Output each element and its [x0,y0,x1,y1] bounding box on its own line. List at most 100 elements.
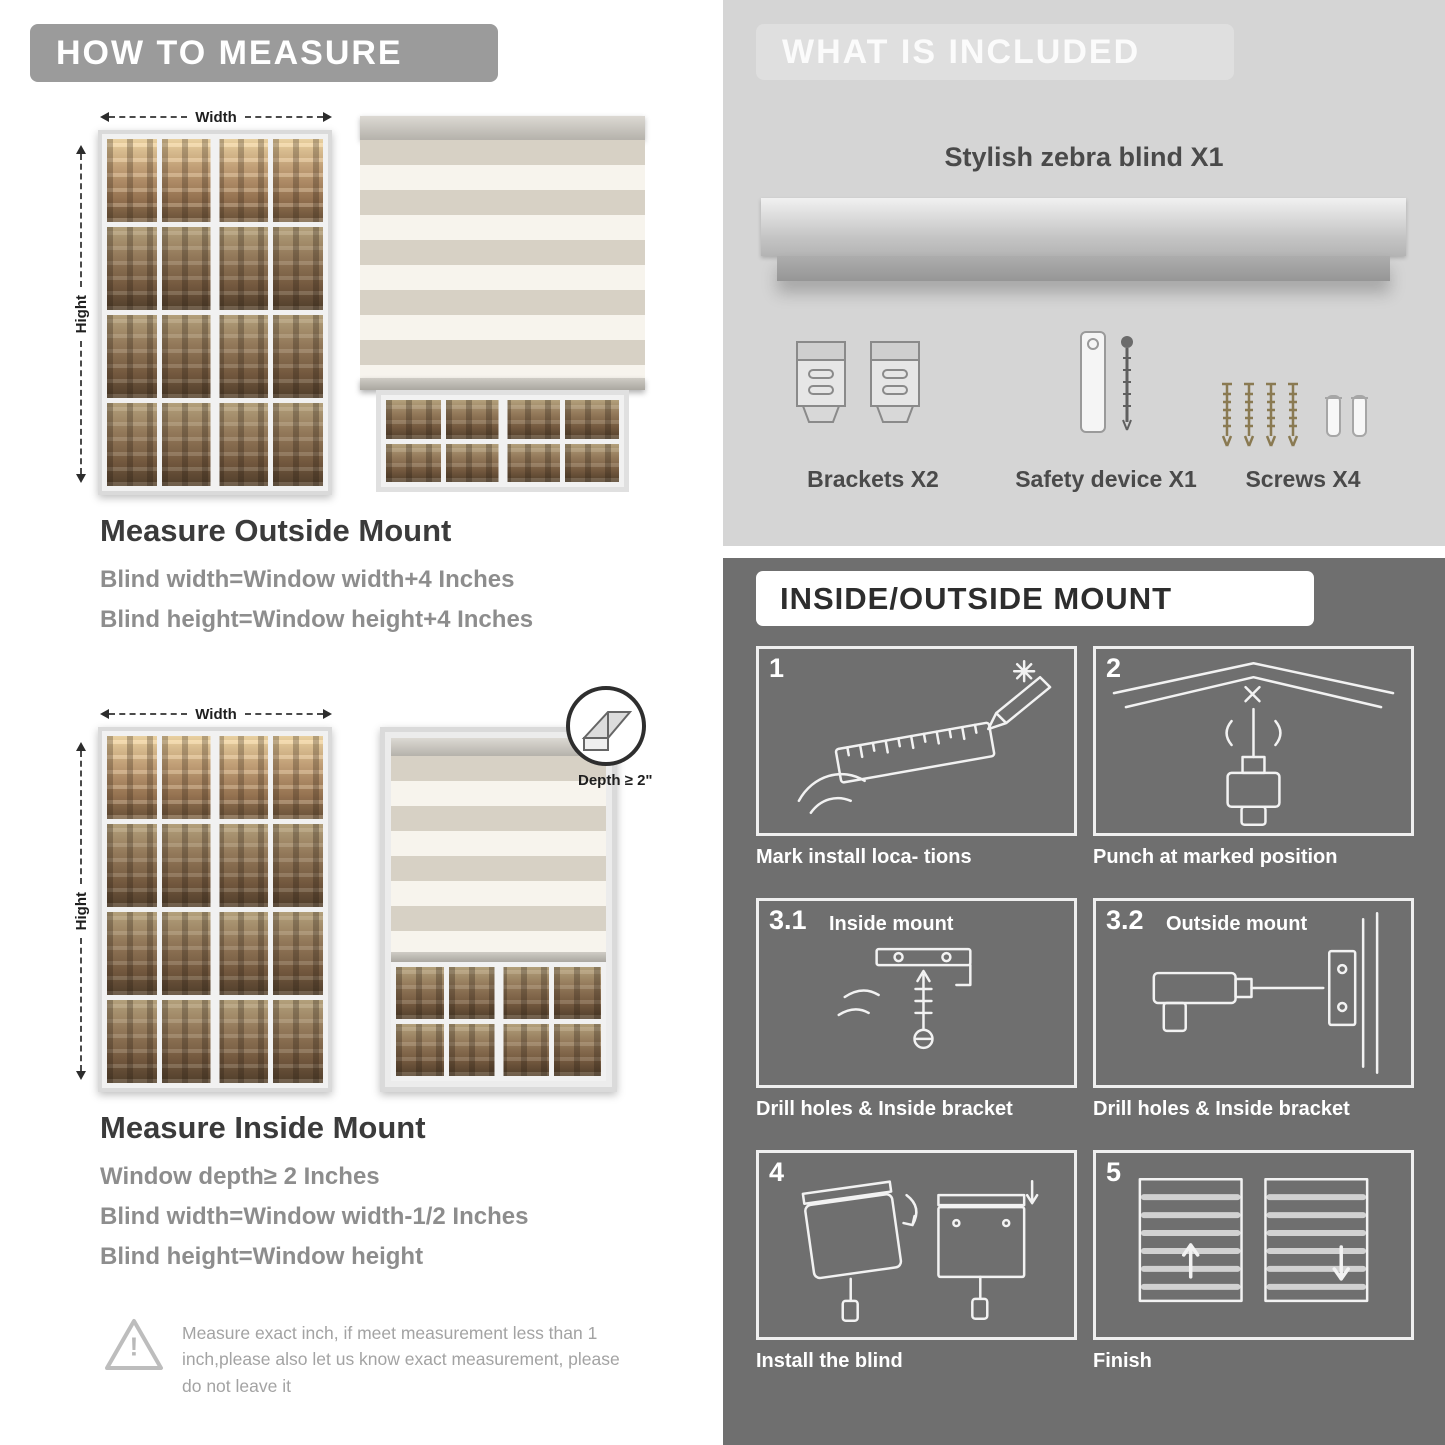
blind-cassette [360,116,645,140]
step-4-caption: Install the blind [756,1350,903,1372]
step-1-illustration-box: 1 [756,646,1077,836]
blind-bottom-rail [360,378,645,390]
outside-bracket-illustration [1152,912,1379,1074]
measurement-warning-text: Measure exact inch, if meet measurement … [182,1323,620,1396]
drill-position-illustration [1112,662,1395,826]
zebra-blind-outside-figure [360,116,645,492]
step-3-2-illustration-box: 3.2 Outside mount [1093,898,1414,1088]
step-1-caption: Mark install loca- tions [756,846,972,868]
step-5-illustration-box: 5 [1093,1150,1414,1340]
safety-device-icon [1080,331,1133,433]
arrow-right-icon [323,709,333,719]
bracket-icon [796,341,846,423]
mark-locations-illustration [797,660,1052,815]
step-2-illustration-box: 2 [1093,646,1414,836]
step-5-caption: Finish [1093,1350,1152,1372]
what-is-included-section: WHAT IS INCLUDED Stylish zebra blind X1 [723,0,1445,546]
exclamation-mark: ! [129,1331,139,1362]
step-3-2-caption: Drill holes & Inside bracket [1093,1098,1350,1120]
window-mullion [494,962,503,1081]
warning-icon: ! [103,1316,165,1374]
step-number: 4 [769,1157,785,1187]
inside-height-formula: Blind height=Window height [100,1243,424,1270]
width-label: Width [195,108,237,126]
step-4: 4 Install the blind [756,1150,1077,1378]
window-glass [391,962,606,1081]
window-mullion [210,134,220,491]
safety-device-label: Safety device X1 [1015,466,1197,492]
arrow-left-icon [100,112,109,122]
window-under-blind [376,390,629,492]
install-blind-illustration [801,1179,1039,1323]
inside-mount-title: Measure Inside Mount [100,1110,426,1145]
width-label: Width [195,705,237,723]
height-measure-arrow: Hight [72,145,90,484]
height-label: Hight [72,891,90,931]
brackets-label: Brackets X2 [807,466,939,492]
mount-steps-grid: 1 Mark install loca- tions 2 [756,646,1414,1378]
arrow-down-icon [76,474,86,484]
screws-icon [1220,382,1368,448]
window-mullion [498,395,507,487]
arrow-up-icon [76,742,86,751]
blind-valance-image [777,256,1390,281]
blind-bottom-rail [391,952,606,962]
step-3-1: 3.1 Inside mount Drill holes & Inside br… [756,898,1077,1126]
step-3-1-label: Inside mount [829,913,954,935]
mount-header: INSIDE/OUTSIDE MOUNT [756,571,1314,626]
step-number: 3.1 [769,905,807,935]
outside-width-formula: Blind width=Window width+4 Inches [100,566,515,593]
window-corner-detail-icon [581,711,633,751]
inside-bracket-illustration [837,947,972,1050]
window-mullion [210,731,220,1088]
step-3-1-caption: Drill holes & Inside bracket [756,1098,1013,1120]
step-5: 5 Finish [1093,1150,1414,1378]
what-is-included-header: WHAT IS INCLUDED [756,24,1234,80]
depth-requirement-label: Depth ≥ 2" [578,772,653,789]
blind-zebra-stripes [391,756,606,952]
width-measure-arrow: Width [100,705,333,723]
step-3-2: 3.2 Outside mount Drill holes & Inside b… [1093,898,1414,1126]
arrow-down-icon [76,1071,86,1081]
bracket-icon [870,341,920,423]
blind-zebra-stripes [360,140,645,378]
screws-label: Screws X4 [1245,466,1361,492]
window-glass [102,134,328,491]
step-2: 2 Punch at marked position [1093,646,1414,874]
blind-headrail-image [761,198,1406,256]
step-4-illustration-box: 4 [756,1150,1077,1340]
outside-height-formula: Blind height=Window height+4 Inches [100,606,534,633]
arrow-right-icon [323,112,333,122]
width-measure-arrow: Width [100,108,333,126]
window-photo-outside [98,130,332,495]
step-number: 1 [769,653,785,683]
depth-detail-callout [566,686,646,766]
product-name-label: Stylish zebra blind X1 [944,142,1224,172]
window-glass [381,395,624,487]
step-3-1-illustration-box: 3.1 Inside mount [756,898,1077,1088]
blind-cassette [391,738,606,756]
inside-depth-rule: Window depth≥ 2 Inches [100,1163,380,1190]
inside-width-formula: Blind width=Window width-1/2 Inches [100,1203,529,1230]
finish-illustration [1138,1177,1369,1303]
what-is-included-title: WHAT IS INCLUDED [782,32,1141,71]
mount-title: INSIDE/OUTSIDE MOUNT [780,580,1173,616]
warning-triangle-icon [105,1319,163,1370]
height-measure-arrow: Hight [72,742,90,1081]
step-1: 1 Mark install loca- tions [756,646,1077,874]
height-label: Hight [72,294,90,334]
arrow-left-icon [100,709,109,719]
step-number: 3.2 [1106,905,1144,935]
step-number: 5 [1106,1157,1122,1187]
step-3-2-label: Outside mount [1166,913,1308,935]
how-to-measure-title: HOW TO MEASURE [56,33,403,72]
outside-mount-title: Measure Outside Mount [100,513,452,548]
mount-instructions-section: INSIDE/OUTSIDE MOUNT 1 [723,558,1445,1445]
step-number: 2 [1106,653,1122,683]
window-photo-inside [98,727,332,1092]
step-2-caption: Punch at marked position [1093,846,1338,868]
arrow-up-icon [76,145,86,154]
zebra-blind-inside-figure [380,727,617,1092]
window-glass [102,731,328,1088]
